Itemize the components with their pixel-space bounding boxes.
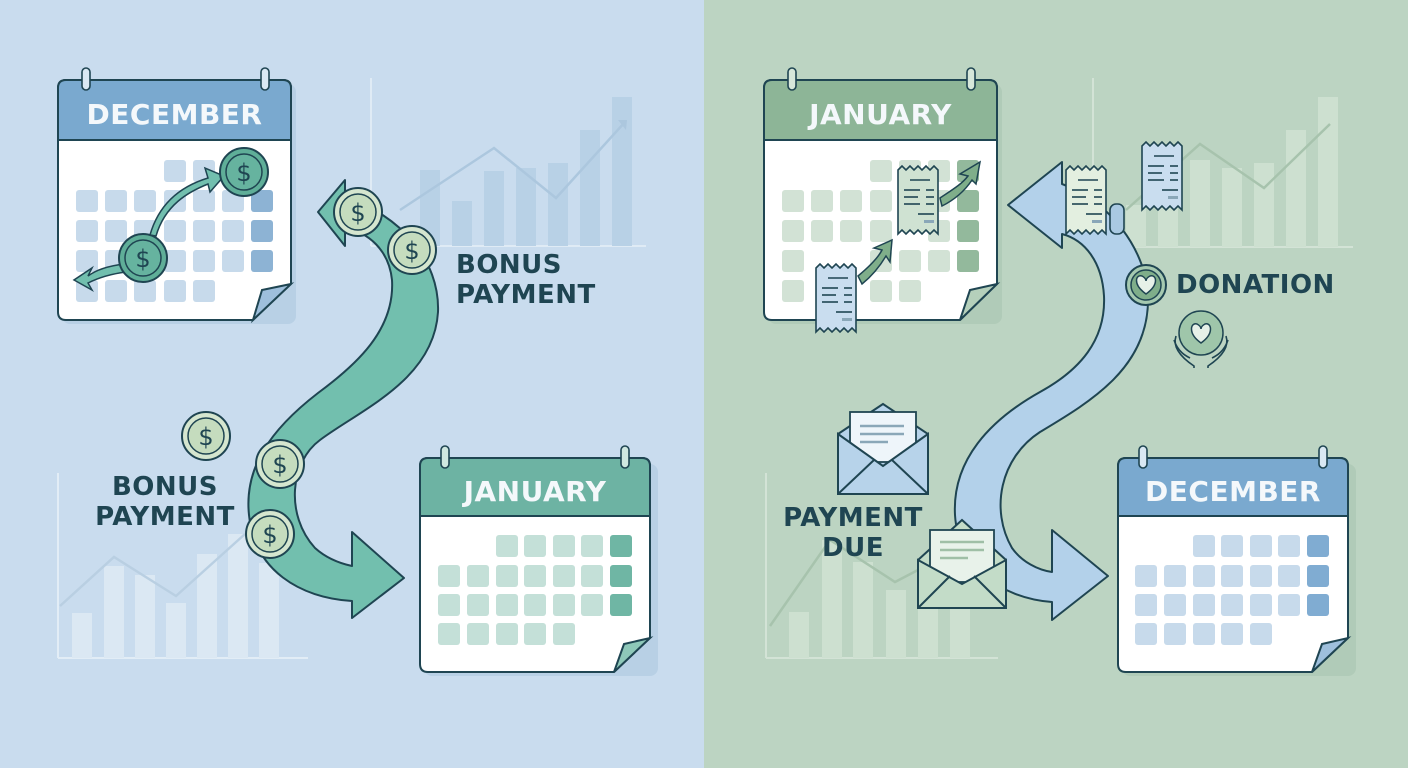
calendar-january-left xyxy=(419,445,658,676)
bg-chart-bottom-left-panel xyxy=(57,473,308,659)
dollar-coin-icon xyxy=(387,225,437,275)
label-line: PAYMENT xyxy=(456,280,596,310)
calendar-title-january-left: JANUARY xyxy=(463,475,607,508)
label-line: DONATION xyxy=(1176,270,1335,300)
receipt-icon xyxy=(815,263,857,333)
heart-coin-icon xyxy=(1125,264,1167,306)
bg-chart-top-left-panel xyxy=(370,78,646,247)
dollar-coin-icon xyxy=(219,147,269,197)
envelope-icon xyxy=(836,402,930,496)
calendar-december-right xyxy=(1117,445,1356,676)
s-arrow-right-panel xyxy=(953,161,1149,621)
label-donation: DONATION xyxy=(1176,270,1335,300)
dollar-coin-icon xyxy=(245,509,295,559)
calendar-title-january-right: JANUARY xyxy=(809,98,952,131)
receipt-icon xyxy=(897,165,939,235)
label-bonus-payment-bottom: BONUS PAYMENT xyxy=(95,472,235,532)
label-line: PAYMENT xyxy=(95,502,235,532)
calendar-title-december-left: DECEMBER xyxy=(86,98,263,131)
label-line: BONUS xyxy=(456,250,563,280)
dollar-coin-icon xyxy=(333,187,383,237)
calendar-title-december-right: DECEMBER xyxy=(1145,475,1321,508)
receipt-icon xyxy=(1141,141,1183,211)
s-arrow-left-panel xyxy=(247,179,440,619)
label-line: PAYMENT xyxy=(783,503,923,533)
label-payment-due: PAYMENT DUE xyxy=(782,503,924,563)
dollar-coin-icon xyxy=(118,233,168,283)
label-line: DUE xyxy=(822,533,884,563)
calendar-december-left xyxy=(57,67,296,324)
label-bonus-payment-top: BONUS PAYMENT xyxy=(456,250,596,310)
envelope-icon xyxy=(917,518,1007,609)
receipt-icon xyxy=(1065,165,1107,235)
calendar-january-right xyxy=(763,67,1002,333)
bg-chart-bottom-right-panel xyxy=(765,473,998,659)
dollar-coin-icon xyxy=(181,411,231,461)
bg-chart-top-right-panel xyxy=(1092,78,1353,248)
hands-heart-icon xyxy=(1173,310,1229,368)
label-line: BONUS xyxy=(111,472,219,502)
dollar-coin-icon xyxy=(255,439,305,489)
